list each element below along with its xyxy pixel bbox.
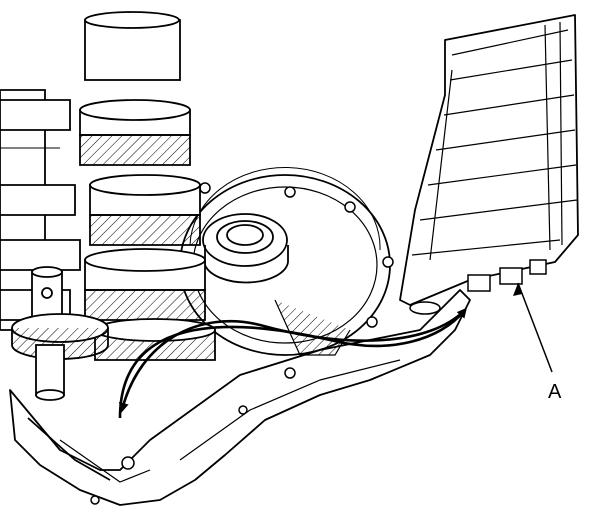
countershaft-gears (79, 11, 216, 361)
air-guide-plate (399, 14, 579, 306)
bearing (202, 213, 289, 284)
reverse-idler (11, 266, 109, 401)
installation-arrow (118, 307, 467, 419)
guide-tabs (409, 259, 547, 315)
callout-a-arrowhead (513, 283, 522, 296)
callout-a-leader (517, 282, 553, 373)
flange-bolt-holes (199, 182, 394, 328)
callout-label-a: A (548, 381, 562, 403)
